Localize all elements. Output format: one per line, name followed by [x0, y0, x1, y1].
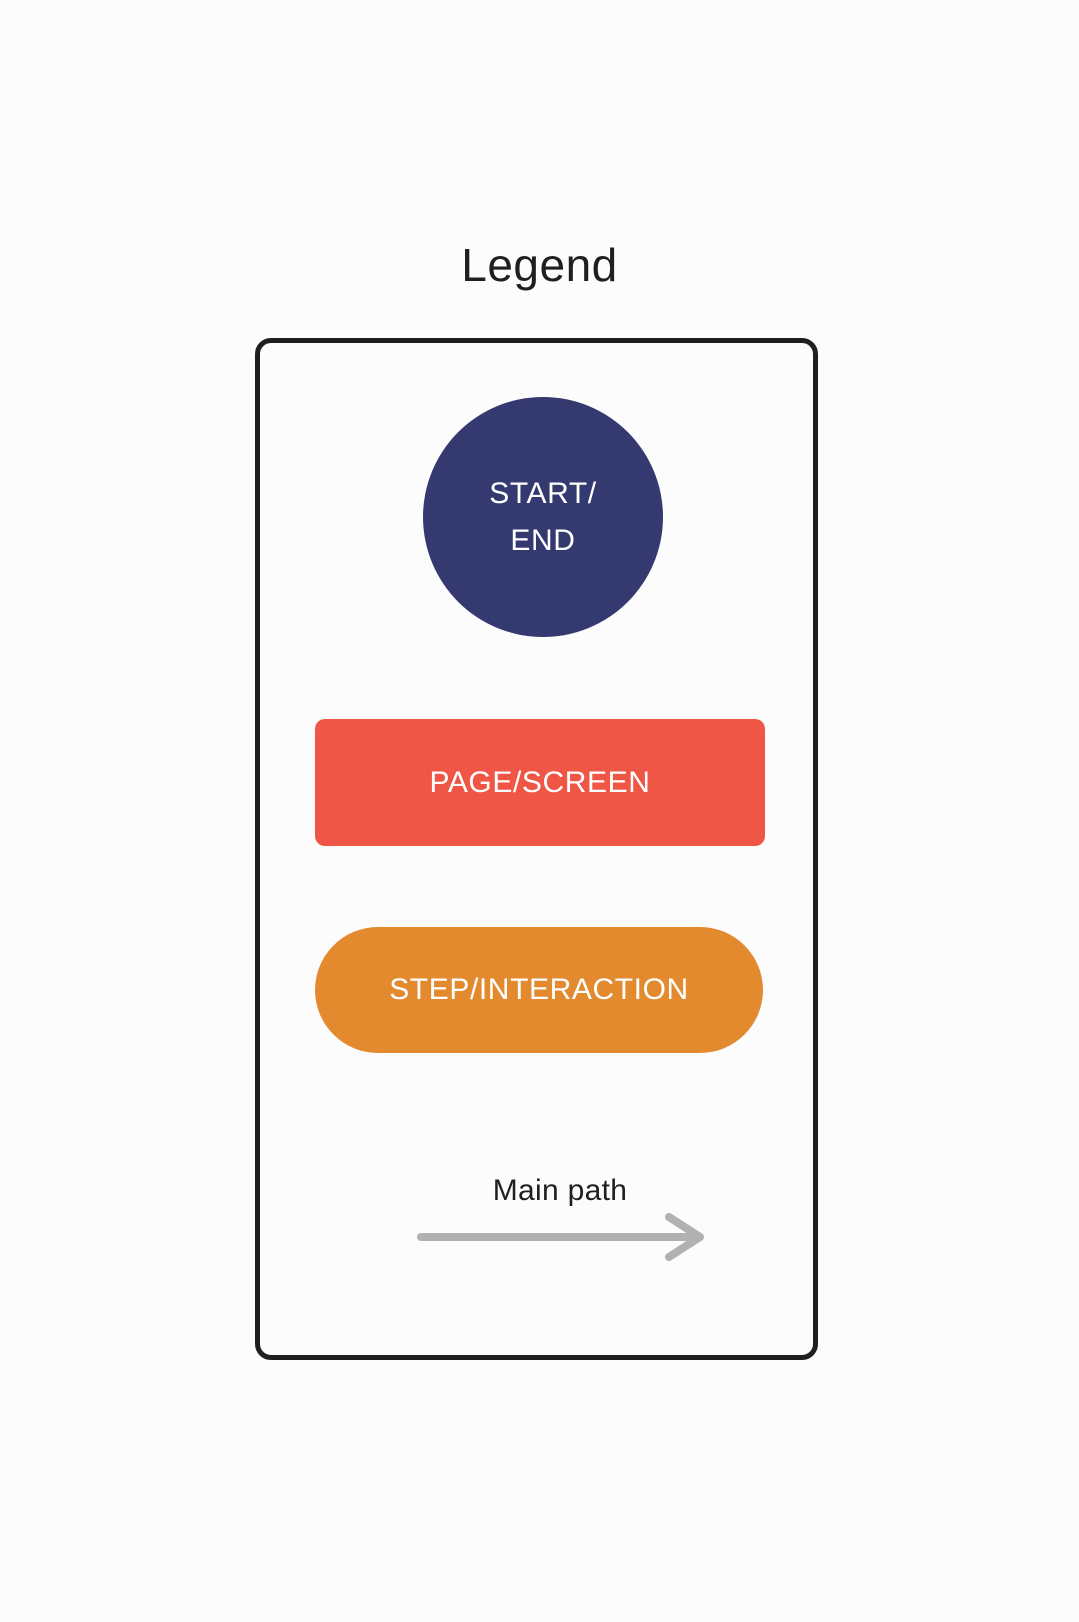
start-end-label-line-2: END: [510, 524, 576, 557]
legend-panel: START/ END PAGE/SCREEN STEP/INTERACTION …: [255, 338, 818, 1360]
legend-shape-start-end: START/ END: [423, 397, 663, 637]
legend-shape-step-interaction: STEP/INTERACTION: [315, 927, 763, 1053]
main-path-label: Main path: [492, 1174, 628, 1207]
step-interaction-label: STEP/INTERACTION: [389, 973, 689, 1006]
page-screen-label: PAGE/SCREEN: [429, 765, 651, 799]
start-end-label: START/ END: [489, 470, 597, 564]
start-end-label-line-1: START/: [489, 477, 597, 510]
arrow-right-icon: [417, 1213, 704, 1261]
page-title: Legend: [461, 239, 618, 291]
main-path-legend-entry: Main path: [335, 1173, 785, 1265]
legend-shape-page-screen: PAGE/SCREEN: [315, 719, 765, 846]
